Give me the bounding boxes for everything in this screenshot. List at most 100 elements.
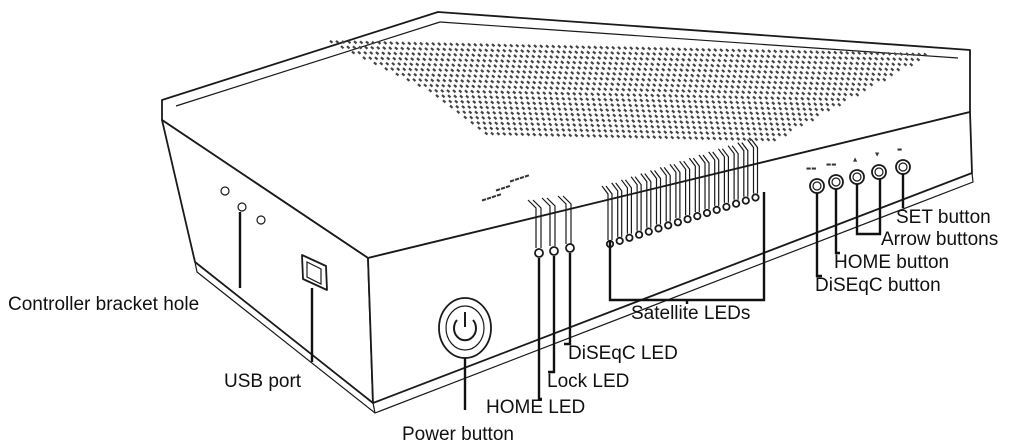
vent-slot (834, 76, 839, 81)
vent-slot (493, 116, 498, 121)
vent-slot (771, 59, 776, 64)
vent-slot (519, 127, 524, 131)
vent-slot (856, 56, 861, 61)
vent-slot (697, 120, 702, 125)
vent-slot (480, 69, 485, 73)
vent-slot (840, 76, 845, 81)
vent-slot (700, 136, 705, 141)
vent-slot (591, 55, 596, 60)
vent-slot (569, 76, 574, 81)
vent-slot (727, 69, 732, 74)
vent-slot (644, 62, 649, 67)
vent-slot (688, 104, 693, 109)
vent-slot (489, 95, 494, 100)
vent-slot (533, 75, 538, 80)
vent-slot (551, 75, 556, 80)
vent-slot (547, 65, 552, 70)
vent-slot (456, 68, 461, 73)
vent-slot (681, 57, 686, 62)
vent-slot (827, 50, 832, 55)
vent-slot (459, 84, 464, 89)
vent-slot (673, 68, 678, 72)
vent-slot (880, 56, 885, 61)
vent-slot (897, 62, 902, 67)
vent-slot (525, 127, 530, 132)
vent-slot (677, 47, 682, 52)
vent-slot (911, 52, 916, 57)
vent-slot (425, 73, 430, 77)
vent-slot (612, 71, 617, 76)
vent-slot (678, 73, 683, 78)
vent-slot (769, 122, 774, 126)
vent-slot (630, 113, 635, 118)
vent-slot (526, 80, 531, 85)
vent-slot (576, 112, 581, 117)
vent-slot (477, 84, 482, 89)
power-button-ring (438, 297, 492, 359)
vent-slot (584, 123, 589, 128)
vent-slot (647, 77, 652, 82)
vent-slot (510, 69, 515, 74)
vent-slot (550, 80, 555, 85)
vent-slot (482, 58, 487, 63)
vent-slot (527, 106, 532, 111)
vent-slot (518, 90, 523, 95)
vent-slot (814, 55, 819, 60)
vent-slot (489, 126, 494, 131)
vent-slot (443, 42, 448, 47)
vent-slot (766, 54, 771, 59)
vent-slot (763, 69, 768, 74)
vent-slot (842, 97, 847, 102)
vent-slot (486, 69, 491, 74)
vent-slot (384, 67, 389, 71)
vent-slot (848, 66, 853, 71)
vent-slot (519, 54, 524, 59)
vent-slot (717, 100, 722, 105)
vent-slot (610, 82, 615, 87)
vent-slot (675, 130, 680, 135)
vent-slot (765, 132, 770, 137)
vent-slot (449, 73, 454, 78)
satellite-led (673, 218, 683, 227)
vent-slot (768, 75, 773, 80)
vent-slot (871, 72, 876, 77)
vent-slot (435, 83, 440, 88)
vent-slot (622, 82, 627, 87)
vent-slot (886, 57, 891, 61)
vent-slot (759, 101, 764, 105)
vent-slot (596, 61, 601, 66)
vent-slot (572, 60, 577, 65)
svg-text:▼: ▼ (875, 152, 880, 158)
vent-slot (825, 92, 830, 96)
vent-slot (807, 60, 812, 65)
satellite-led (741, 196, 750, 205)
vent-slot (784, 106, 789, 111)
vent-slot (729, 100, 734, 105)
vent-slot (730, 105, 735, 110)
vent-slot (633, 129, 638, 134)
vent-slot (818, 97, 823, 102)
vent-slot (806, 96, 811, 101)
vent-slot (773, 49, 778, 54)
vent-slot (533, 44, 538, 49)
vent-slot (803, 50, 808, 54)
vent-slot (623, 46, 628, 51)
vent-slot (392, 56, 397, 61)
vent-slot (782, 96, 787, 101)
vent-slot (448, 47, 453, 52)
vent-slot (857, 51, 862, 56)
label-power-button: Power button (402, 424, 514, 443)
vent-slot (843, 92, 848, 97)
vent-slot (465, 94, 470, 99)
vent-slot (528, 111, 533, 116)
vent-slot (434, 88, 439, 93)
vent-slot (526, 132, 531, 137)
vent-slot (549, 86, 554, 91)
vent-slot (541, 117, 546, 122)
vent-slot (651, 98, 656, 103)
vent-slot (654, 114, 659, 119)
vent-slot (677, 78, 682, 83)
vent-slot (814, 86, 819, 91)
vent-slot (353, 40, 358, 45)
vent-slot (634, 103, 639, 108)
